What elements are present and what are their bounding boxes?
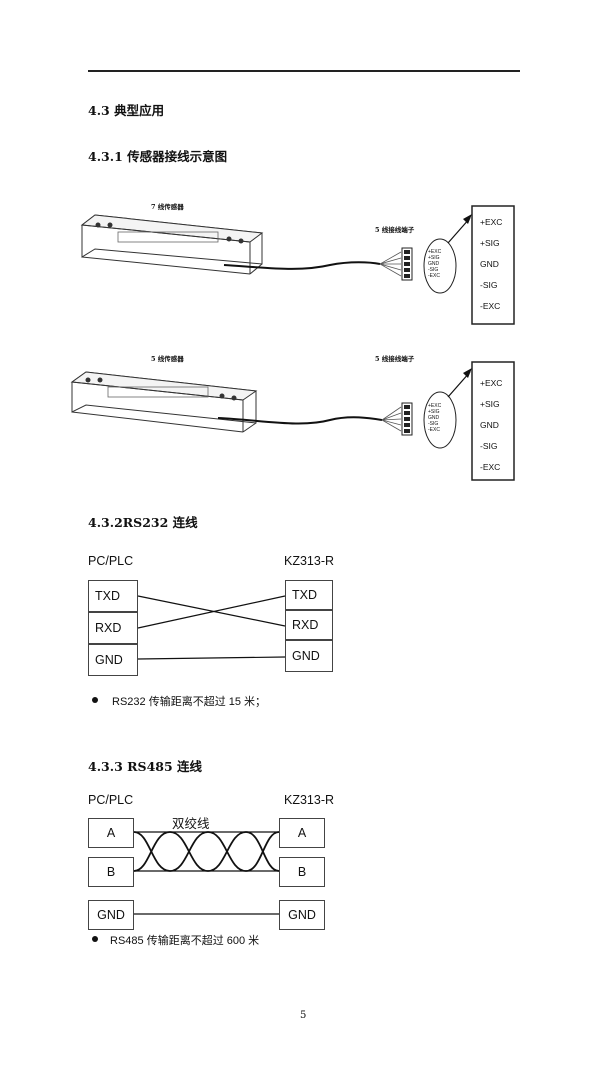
pin-gnd: GND — [480, 420, 499, 430]
rs485-right-title: KZ313-R — [284, 793, 335, 807]
mini-pin: -SIG — [428, 267, 439, 273]
rs485-right-gnd: GND — [279, 900, 325, 930]
rs232-right-rxd: RXD — [285, 610, 333, 640]
mini-pin: -EXC — [428, 427, 440, 433]
mini-pin: +SIG — [428, 255, 440, 261]
mini-pin-list-1: +EXC +SIG GND -SIG -EXC — [428, 249, 441, 279]
rs232-left-rxd: RXD — [88, 612, 138, 644]
twisted-pair-label: 双绞线 — [172, 817, 210, 831]
rs232-note: RS232 传输距离不超过 15 米； — [112, 696, 267, 708]
pin-exc-minus: -EXC — [480, 301, 501, 311]
pin-exc-plus: +EXC — [480, 378, 503, 388]
load-cell-2 — [70, 371, 258, 433]
rs232-right-txd: TXD — [285, 580, 333, 610]
rs232-right-title: KZ313-R — [284, 554, 335, 568]
rs485-left-b: B — [88, 857, 134, 887]
rs232-right-gnd: GND — [285, 640, 333, 672]
mini-pin-list-2: +EXC +SIG GND -SIG -EXC — [428, 403, 441, 433]
pin-sig-minus: -SIG — [480, 280, 498, 290]
rs232-left-gnd: GND — [88, 644, 138, 676]
rs232-left-title: PC/PLC — [88, 554, 134, 568]
mini-pin: +EXC — [428, 249, 442, 255]
section-heading-4-3-1: 4.3.1 传感器接线示意图 — [88, 149, 228, 164]
section-heading-4-3: 4.3 典型应用 — [88, 103, 165, 118]
rs485-left-title: PC/PLC — [88, 793, 134, 807]
rs485-note: RS485 传输距离不超过 600 米 — [110, 935, 260, 947]
sensor1-label: 7 线传感器 — [151, 203, 184, 211]
pin-sig-minus: -SIG — [480, 441, 498, 451]
rs232-left-txd: TXD — [88, 580, 138, 612]
header-rule — [88, 70, 520, 72]
mini-pin: -SIG — [428, 421, 439, 427]
mini-pin: GND — [428, 261, 440, 267]
section-heading-4-3-2: 4.3.2RS232 连线 — [88, 515, 198, 530]
terminal2-label: 5 线接线端子 — [375, 355, 415, 363]
terminal1-label: 5 线接线端子 — [375, 226, 415, 234]
mini-pin: -EXC — [428, 273, 440, 279]
bullet — [92, 697, 98, 703]
section-heading-4-3-3: 4.3.3 RS485 连线 — [88, 759, 203, 774]
pin-sig-plus: +SIG — [480, 238, 500, 248]
mini-pin: +EXC — [428, 403, 442, 409]
pin-list-2: +EXC +SIG GND -SIG -EXC — [480, 373, 502, 478]
pin-exc-minus: -EXC — [480, 462, 501, 472]
mini-pin: GND — [428, 415, 440, 421]
pin-list-1: +EXC +SIG GND -SIG -EXC — [480, 212, 502, 317]
pin-sig-plus: +SIG — [480, 399, 500, 409]
wire-fan-2 — [381, 406, 402, 432]
pin-gnd: GND — [480, 259, 499, 269]
mini-pin: +SIG — [428, 409, 440, 415]
rs485-right-b: B — [279, 857, 325, 887]
rs485-left-a: A — [88, 818, 134, 848]
sensor2-label: 5 线传感器 — [151, 355, 184, 363]
page-number: 5 — [300, 1010, 307, 1021]
bullet — [92, 936, 98, 942]
wire-fan-1 — [379, 251, 402, 277]
load-cell-1 — [80, 214, 264, 275]
rs485-left-gnd: GND — [88, 900, 134, 930]
rs485-right-a: A — [279, 818, 325, 848]
pin-exc-plus: +EXC — [480, 217, 503, 227]
